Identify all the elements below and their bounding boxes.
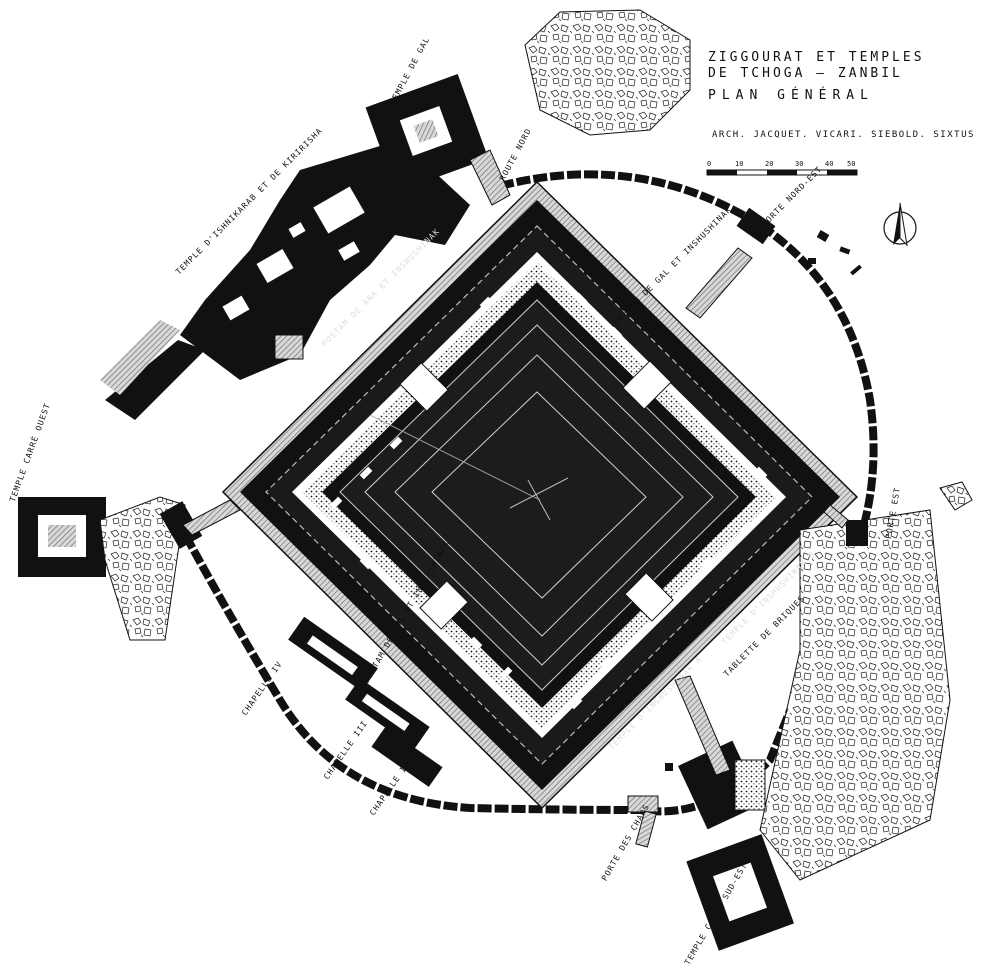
rubble-north (524, 9, 691, 136)
architect-credits: ARCH. JACQUET. VICARI. SIEBOLD. SIXTUS (712, 130, 975, 140)
title-line-1: ZIGGOURAT ET TEMPLES (708, 50, 925, 65)
scale-tick-10: 10 (735, 160, 744, 168)
north-arrow-icon (883, 202, 917, 247)
temple-carre-sud-est (678, 509, 951, 951)
porte-des-chars (627, 795, 659, 848)
scale-tick-20: 20 (765, 160, 774, 168)
title-line-2: DE TCHOGA — ZANBIL (708, 66, 903, 81)
ramps (182, 247, 849, 776)
scale-tick-30: 30 (795, 160, 804, 168)
title-block: ZIGGOURAT ET TEMPLES DE TCHOGA — ZANBIL … (708, 50, 925, 104)
rubble-east (939, 481, 973, 511)
title-line-3: PLAN GÉNÉRAL (708, 88, 874, 103)
temple-ishnikarab-complex (100, 140, 470, 420)
gates (159, 207, 868, 549)
scale-tick-0: 0 (707, 160, 712, 168)
chapelles (288, 616, 443, 787)
scale-tick-40: 40 (825, 160, 834, 168)
scattered-bricks (665, 230, 862, 771)
scale-tick-50: 50 m (847, 160, 856, 176)
temple-carre-ouest (18, 496, 186, 641)
temple-gal (365, 73, 511, 206)
ziggurat (221, 180, 859, 810)
scale-bar (706, 169, 858, 176)
